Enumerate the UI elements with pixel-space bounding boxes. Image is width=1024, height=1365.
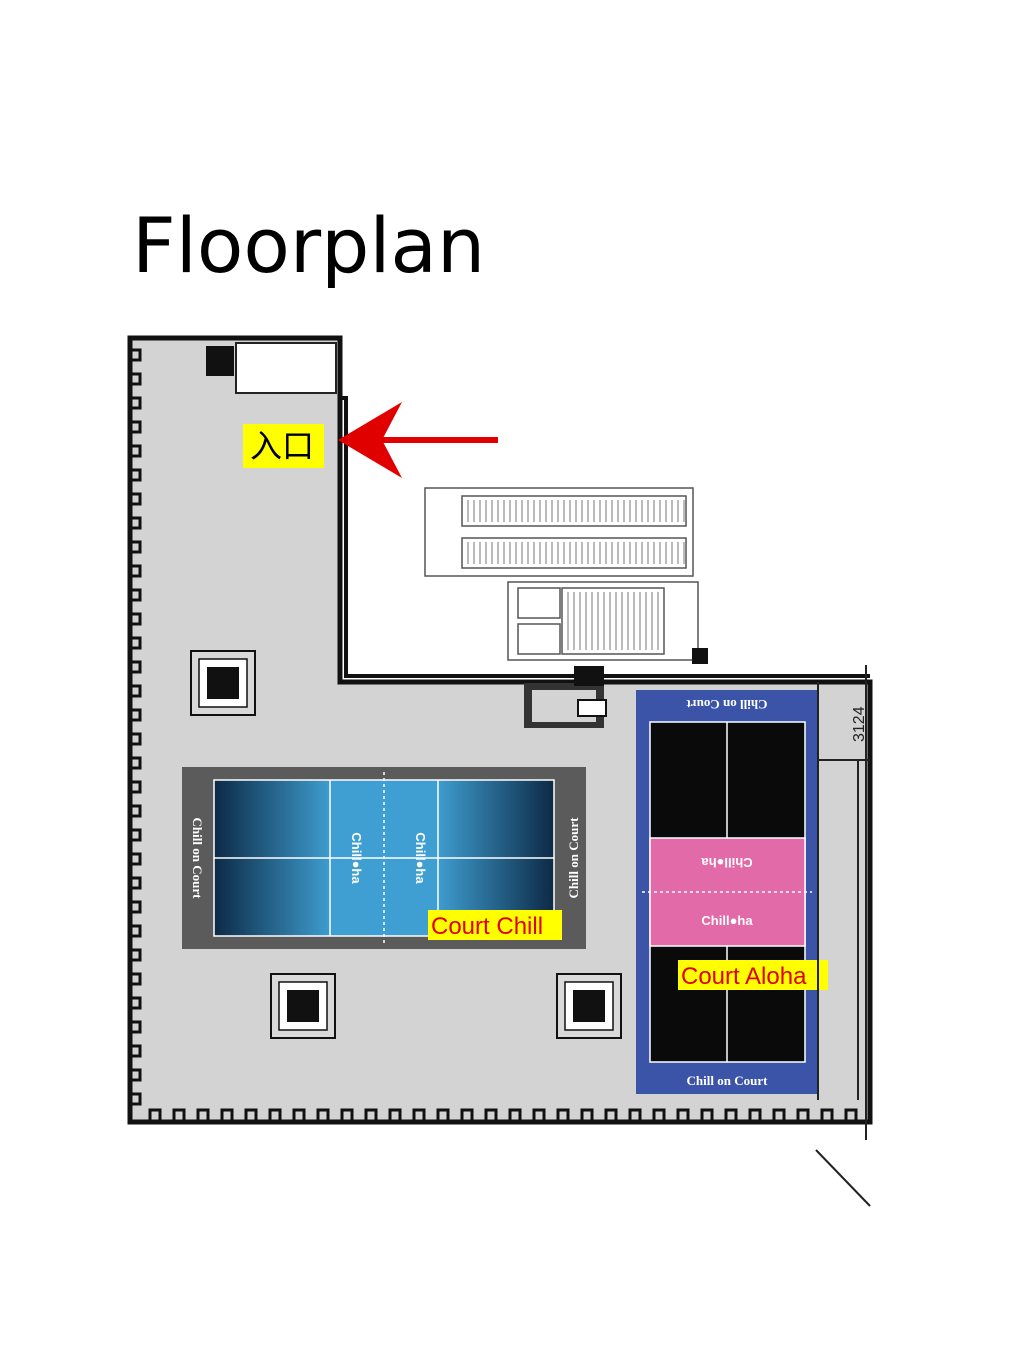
court-chill-brand-left: Chill●ha	[349, 832, 364, 884]
court-aloha: Chill on Court Chill on Court Chill●ha C…	[636, 690, 828, 1094]
court-chill-brand-right: Chill●ha	[413, 832, 428, 884]
dimension-label: 3124	[851, 706, 868, 742]
court-aloha-side-bottom: Chill on Court	[687, 1073, 769, 1088]
court-chill-side-left: Chill on Court	[190, 818, 205, 900]
court-chill: Chill on Court Chill on Court Chill●ha C…	[182, 767, 586, 949]
service-block	[524, 666, 607, 728]
court-aloha-brand-bottom: Chill●ha	[701, 913, 753, 928]
escalator-steps	[467, 500, 685, 650]
pillar-2	[270, 973, 336, 1039]
top-room	[235, 342, 337, 394]
entrance-arrow-head	[338, 402, 402, 478]
court-chill-label-bg	[428, 910, 562, 940]
court-aloha-side-top: Chill on Court	[686, 697, 768, 712]
escalator-column	[692, 648, 708, 664]
court-aloha-brand-top: Chill●ha	[701, 855, 753, 870]
pillar-1	[190, 650, 256, 716]
diagonal-line	[815, 1149, 871, 1207]
top-column	[206, 346, 234, 376]
wall-ticks	[130, 348, 858, 1122]
page-title: Floorplan	[132, 201, 485, 290]
entrance-label: 入口	[250, 427, 314, 465]
court-chill-side-right: Chill on Court	[566, 817, 581, 899]
pillar-3	[556, 973, 622, 1039]
inner-wall	[340, 396, 870, 678]
court-chill-label: Court Chill	[431, 913, 543, 940]
escalators	[424, 487, 699, 661]
court-aloha-label-bg	[678, 960, 828, 990]
entrance-label-bg	[243, 424, 324, 468]
right-annex	[817, 665, 870, 1140]
court-aloha-label: Court Aloha	[681, 963, 807, 990]
